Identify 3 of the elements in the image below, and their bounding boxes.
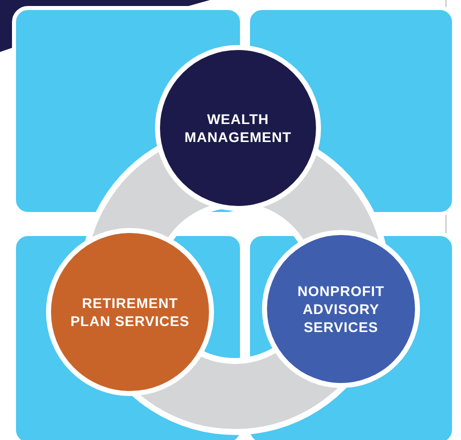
service-label: RETIREMENT PLAN SERVICES — [69, 294, 191, 330]
service-label: WEALTH MANAGEMENT — [184, 110, 292, 146]
service-label: NONPROFIT ADVISORY SERVICES — [296, 282, 386, 336]
